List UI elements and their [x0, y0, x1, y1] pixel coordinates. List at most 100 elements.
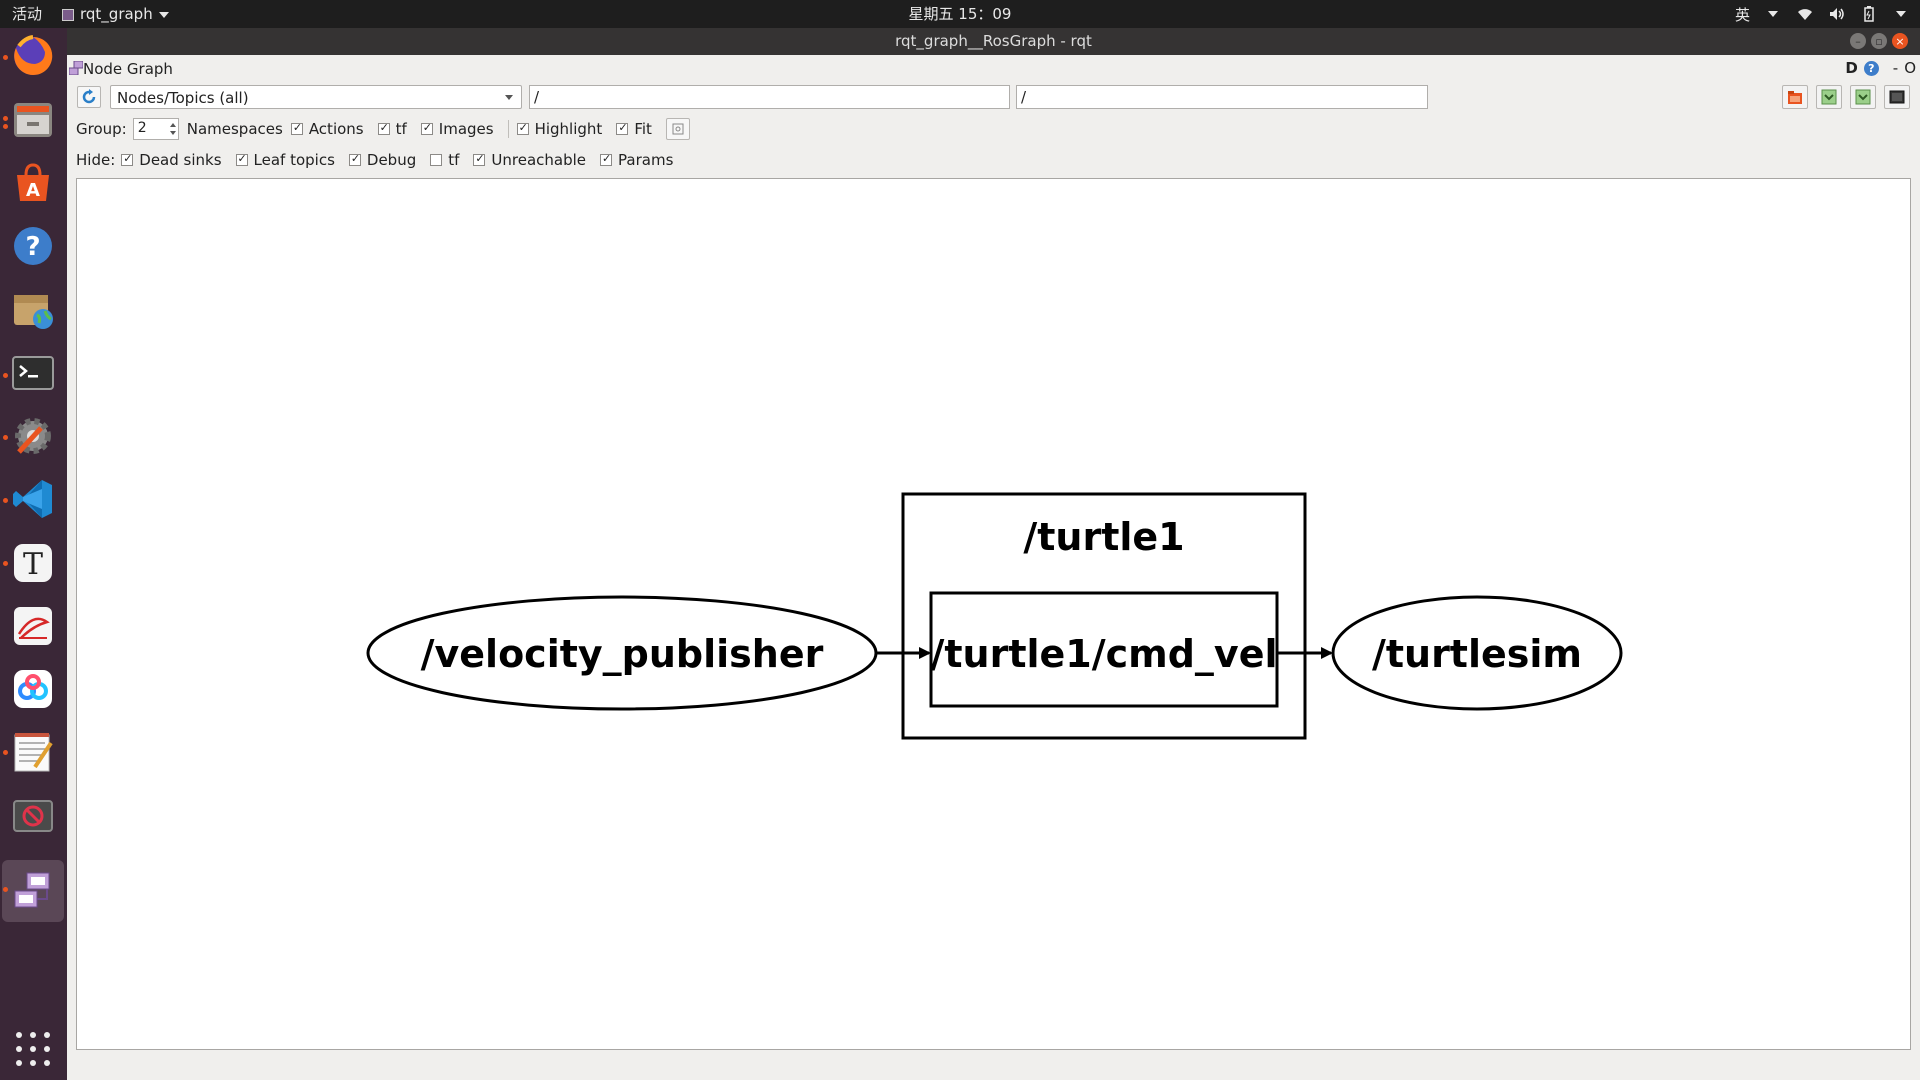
text-editor-icon[interactable] — [10, 730, 56, 776]
top-bar: 活动 rqt_graph 星期五 15：09 英 — [0, 0, 1920, 28]
close-icon[interactable]: × — [1892, 33, 1908, 49]
spin-down-icon[interactable] — [169, 131, 176, 135]
folder-open-icon — [1788, 91, 1802, 104]
namespaces-label[interactable]: Namespaces — [186, 120, 283, 138]
hide-tf-checkbox[interactable]: tf — [430, 151, 459, 169]
load-dot-button[interactable] — [1782, 85, 1808, 109]
leaf-topics-checkbox[interactable]: Leaf topics — [235, 151, 335, 169]
dead-sinks-label: Dead sinks — [139, 151, 222, 169]
checkbox-box[interactable] — [600, 152, 613, 166]
baidu-netdisk-icon[interactable] — [10, 666, 56, 712]
running-indicator — [3, 887, 8, 892]
window-titlebar[interactable]: rqt_graph__RosGraph - rqt – ▫ × — [67, 28, 1920, 55]
fit-view-icon — [672, 123, 684, 135]
show-applications-icon[interactable] — [15, 1031, 51, 1067]
hide-options-row: Hide: Dead sinks Leaf topics Debug tf Un… — [76, 149, 687, 171]
checkbox-box[interactable] — [290, 121, 303, 135]
running-indicator — [3, 55, 8, 60]
svg-text:T: T — [23, 547, 43, 582]
svg-text:A: A — [26, 180, 40, 201]
save-image-button[interactable] — [1884, 85, 1910, 109]
debug-checkbox[interactable]: Debug — [348, 151, 417, 169]
actions-checkbox[interactable]: Actions — [290, 120, 364, 138]
topic-node[interactable] — [929, 591, 1279, 708]
group-spinbox[interactable]: 2 — [132, 118, 179, 140]
minimize-plugin-button[interactable]: - — [1892, 59, 1899, 77]
fit-in-view-button[interactable] — [665, 118, 690, 140]
rqt-graph-icon[interactable] — [10, 868, 56, 914]
namespace-group-label: /turtle1 — [1023, 515, 1184, 559]
blocked-app-icon[interactable] — [10, 793, 56, 839]
activities-button[interactable]: 活动 — [12, 5, 43, 23]
save-icon — [1821, 89, 1837, 105]
publisher-node-label: /velocity_publisher — [421, 632, 824, 676]
hide-label: Hide: — [76, 151, 116, 169]
checkbox-box[interactable] — [348, 152, 361, 166]
node-graph-icon — [69, 61, 83, 75]
checkbox-box[interactable] — [516, 121, 529, 135]
checkbox-box[interactable] — [473, 152, 486, 166]
topic-filter-input[interactable] — [1016, 85, 1428, 109]
checkbox-box[interactable] — [377, 121, 390, 135]
fit-checkbox[interactable]: Fit — [616, 120, 652, 138]
group-value: 2 — [137, 120, 147, 136]
app-menu[interactable]: rqt_graph — [62, 4, 169, 24]
separator — [507, 120, 509, 138]
dock-toggle-button[interactable]: D — [1845, 59, 1858, 77]
typora-icon[interactable]: T — [10, 540, 56, 586]
graph-canvas[interactable]: /turtle1 /velocity_publisher /turtle1/cm… — [76, 178, 1911, 1050]
checkbox-box[interactable] — [616, 121, 629, 135]
file-manager-icon[interactable] — [10, 96, 56, 142]
checkbox-box[interactable] — [420, 121, 433, 135]
window-controls: – ▫ × — [1850, 33, 1908, 49]
unreachable-checkbox[interactable]: Unreachable — [473, 151, 586, 169]
unreachable-label: Unreachable — [491, 151, 587, 169]
running-indicator — [3, 124, 8, 129]
input-method-indicator[interactable]: 英 — [1734, 5, 1750, 24]
highlight-checkbox[interactable]: Highlight — [516, 120, 602, 138]
vscode-icon[interactable] — [10, 476, 56, 522]
settings-tools-icon[interactable] — [10, 413, 56, 459]
debug-label: Debug — [366, 151, 417, 169]
images-checkbox[interactable]: Images — [420, 120, 494, 138]
image-icon — [1889, 90, 1905, 104]
system-tray[interactable]: 英 — [1735, 3, 1910, 25]
svg-text:?: ? — [25, 232, 40, 262]
tf-label: tf — [395, 120, 407, 138]
hide-tf-label: tf — [448, 151, 460, 169]
subscriber-node[interactable] — [1331, 595, 1623, 711]
graph-type-value: Nodes/Topics (all) — [117, 89, 249, 107]
plugin-header: Node Graph D ? - O — [67, 57, 1920, 81]
chevron-down-icon — [1764, 5, 1782, 23]
minimize-icon[interactable]: – — [1850, 33, 1866, 49]
refresh-graph-button[interactable] — [77, 86, 101, 108]
close-plugin-button[interactable]: O — [1904, 59, 1916, 77]
wifi-icon — [1796, 5, 1814, 23]
clock[interactable]: 星期五 15：09 — [908, 5, 1012, 23]
help-button[interactable]: ? — [1863, 60, 1879, 76]
maximize-icon[interactable]: ▫ — [1871, 33, 1887, 49]
spin-up-icon[interactable] — [169, 123, 176, 127]
chevron-down-icon — [505, 95, 513, 100]
checkbox-box[interactable] — [430, 154, 443, 166]
leaf-topics-label: Leaf topics — [253, 151, 335, 169]
subscriber-node-label: /turtlesim — [1372, 632, 1582, 676]
tf-checkbox[interactable]: tf — [377, 120, 407, 138]
checkbox-box[interactable] — [235, 152, 248, 166]
namespace-group-box[interactable] — [901, 492, 1307, 740]
graph-type-select[interactable]: Nodes/Topics (all) — [110, 85, 522, 109]
software-store-icon[interactable]: A — [10, 160, 56, 206]
archive-globe-icon[interactable] — [10, 286, 56, 332]
terminal-icon[interactable] — [10, 350, 56, 396]
save-icon — [1855, 89, 1871, 105]
save-svg-button[interactable] — [1850, 85, 1876, 109]
dead-sinks-checkbox[interactable]: Dead sinks — [121, 151, 222, 169]
params-checkbox[interactable]: Params — [600, 151, 673, 169]
save-dot-button[interactable] — [1816, 85, 1842, 109]
help-icon[interactable]: ? — [10, 223, 56, 269]
dock: A ? T — [0, 28, 67, 1080]
pdf-viewer-icon[interactable] — [10, 603, 56, 649]
checkbox-box[interactable] — [121, 152, 134, 166]
firefox-icon[interactable] — [10, 33, 56, 79]
namespace-filter-input[interactable] — [529, 85, 1010, 109]
